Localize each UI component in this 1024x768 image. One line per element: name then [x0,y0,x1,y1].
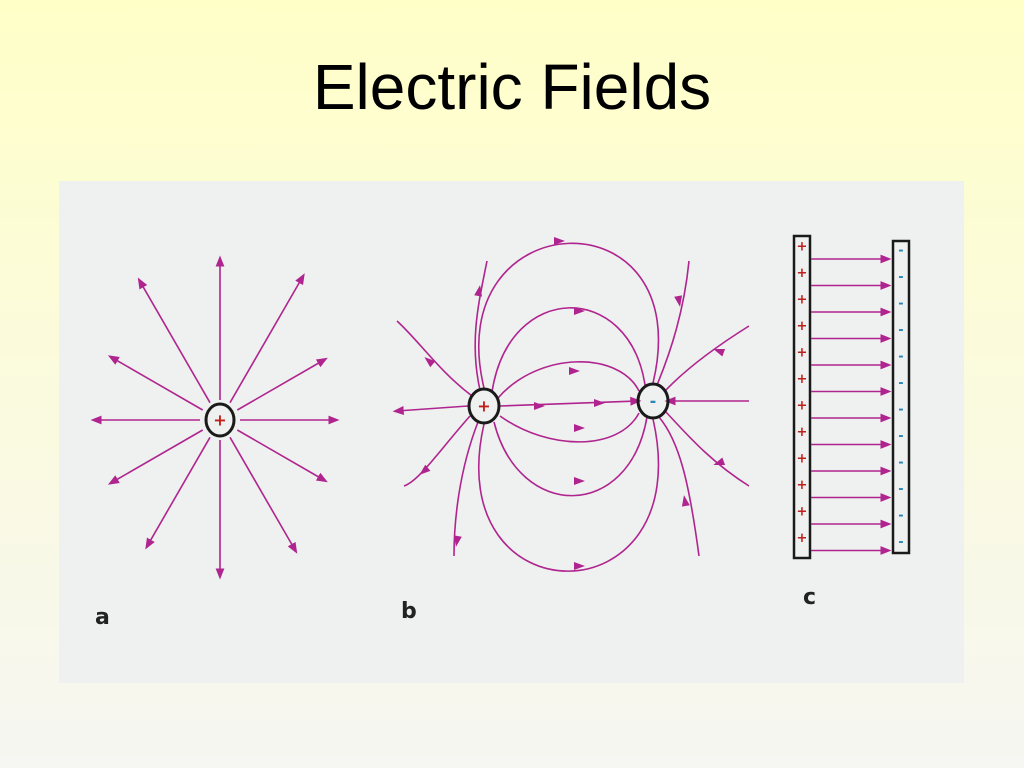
plate-plus-sign: + [797,372,808,387]
outer-field-line [403,415,471,487]
plate-minus-sign: - [898,350,903,365]
negative-charge [636,382,670,420]
plate-plus-sign: + [797,425,808,440]
plate-plus-sign: + [797,293,808,308]
panel-b-dipole: +- [392,237,750,572]
plate-plus-sign: + [797,399,808,414]
outer-field-line [474,260,488,391]
field-line [236,357,328,411]
outer-field-line [656,260,690,386]
plate-plus-sign: + [797,319,808,334]
point-charge [204,402,236,438]
plate-plus-sign: + [797,346,808,361]
plate-plus-sign: + [797,531,808,546]
outer-field-line [392,405,469,415]
field-arrow [534,402,545,410]
dipole-field-line [477,242,660,389]
positive-charge [467,387,501,425]
positive-sign: + [477,397,490,416]
positive-plate [792,234,812,560]
plate-minus-sign: - [898,535,903,550]
plate-minus-sign: - [898,429,903,444]
dipole-axis-line [499,396,642,407]
field-arrow [713,457,726,466]
field-arrow [569,367,580,375]
field-arrow [713,348,726,357]
outer-field-line [658,416,700,557]
positive-sign: + [213,411,226,430]
panel-b-label: b [401,599,417,624]
field-arrow [574,562,585,570]
field-line [107,355,204,411]
field-arrow [681,495,690,507]
slide-title: Electric Fields [312,51,712,123]
panel-c-label: c [803,585,817,610]
dipole-field-line [499,412,640,443]
dipole-field-line [497,361,640,399]
outer-field-line [664,325,750,392]
field-diagram: + +- +-+-+-+-+-+-+-+-+-+-+-+- [90,234,911,580]
field-line [229,436,298,554]
plate-plus-sign: + [797,452,808,467]
plate-minus-sign: - [898,297,903,312]
plate-minus-sign: - [898,270,903,285]
outer-field-line [453,421,479,557]
plate-plus-sign: + [797,240,808,255]
plate-minus-sign: - [898,482,903,497]
panel-a-point-charge: + [90,255,340,580]
dipole-field-line [493,416,648,497]
plate-plus-sign: + [797,266,808,281]
plate-minus-sign: - [898,244,903,259]
field-arrow [474,285,483,297]
field-arrow [574,424,585,432]
figure-panel: + +- +-+-+-+-+-+-+-+-+-+-+-+- a b c [59,181,964,683]
field-arrow [453,535,462,547]
plate-minus-sign: - [898,509,903,524]
plate-minus-sign: - [898,456,903,471]
field-line [145,436,211,550]
plate-plus-sign: + [797,478,808,493]
field-arrow [424,357,436,368]
field-line [137,277,211,404]
plate-minus-sign: - [898,376,903,391]
negative-sign: - [650,392,657,411]
outer-field-line [664,410,750,487]
dipole-field-line [477,418,660,572]
panel-c-parallel-plates: + - + - + - + - + - + - + - + - + - + - + - + - [792,234,911,560]
plate-minus-sign: - [898,323,903,338]
field-arrow [574,307,585,315]
field-line [229,273,305,404]
plate-minus-sign: - [898,403,903,418]
field-arrow [674,295,683,307]
field-arrow [419,464,431,475]
plate-plus-sign: + [797,505,808,520]
negative-plate [891,239,911,555]
field-arrow [574,477,585,485]
outer-field-line [396,320,473,397]
field-line [236,429,328,483]
field-line [107,429,204,485]
field-arrow [594,399,605,407]
dipole-field-line [491,307,646,393]
field-arrow [554,237,565,245]
panel-a-label: a [95,605,110,630]
